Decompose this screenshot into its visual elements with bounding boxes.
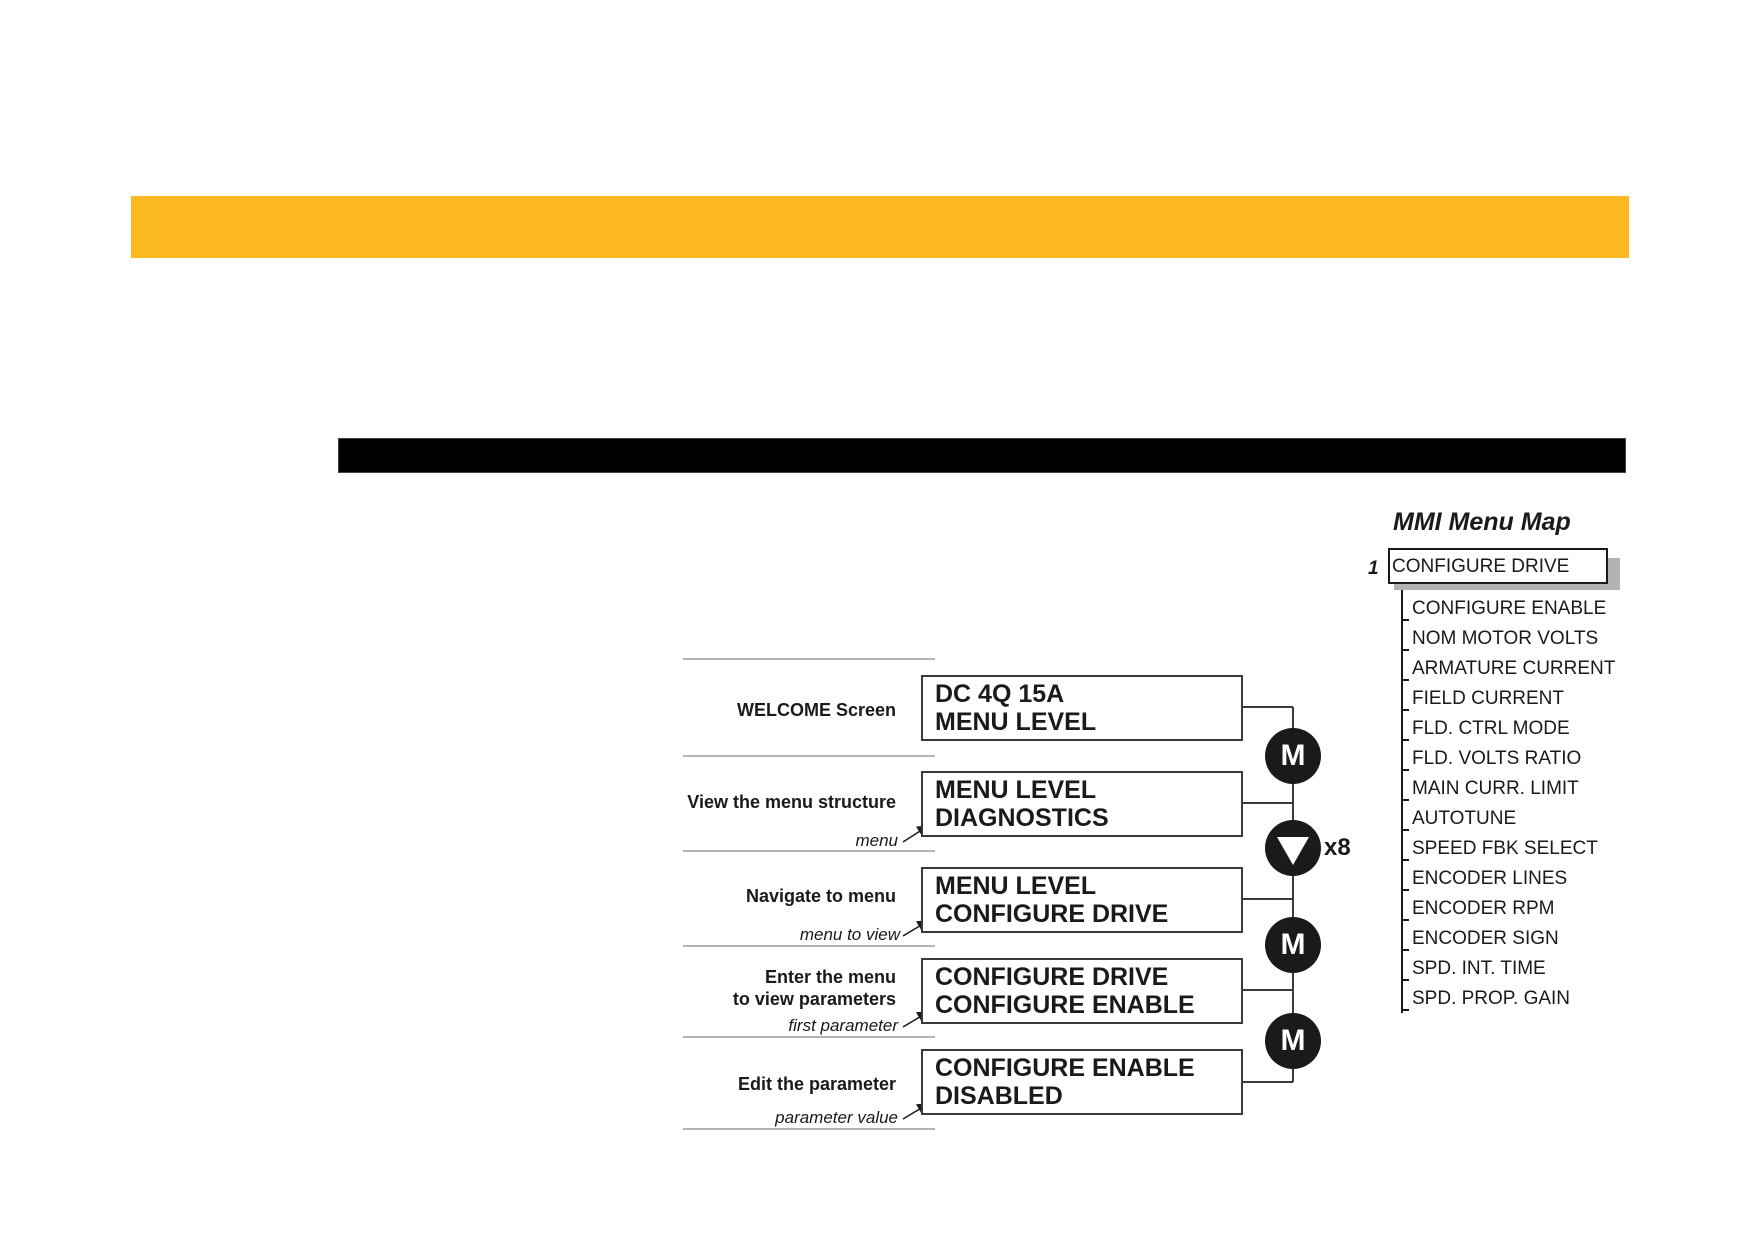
lcd-display-edit-parameter: CONFIGURE ENABLE DISABLED <box>921 1049 1243 1115</box>
menu-item: NOM MOTOR VOLTS <box>1412 628 1599 649</box>
lcd-line-1: DC 4Q 15A <box>935 680 1065 708</box>
hint-label-menu-to-view: menu to view <box>799 925 900 944</box>
menu-item: SPD. PROP. GAIN <box>1412 988 1571 1009</box>
menu-item: ARMATURE CURRENT <box>1412 658 1616 679</box>
row-separator <box>683 850 935 852</box>
step-label-navigate: Navigate to menu <box>745 886 896 906</box>
menu-item: ENCODER LINES <box>1412 868 1568 889</box>
lcd-display-enter-menu: CONFIGURE DRIVE CONFIGURE ENABLE <box>921 958 1243 1024</box>
row-separator <box>683 658 935 660</box>
row-separator <box>683 1036 935 1038</box>
lcd-line-1: MENU LEVEL <box>935 872 1097 900</box>
menu-item: FIELD CURRENT <box>1412 688 1565 709</box>
menu-level-number: 1 <box>1368 558 1379 579</box>
menu-item: FLD. VOLTS RATIO <box>1412 748 1582 769</box>
lcd-line-2: MENU LEVEL <box>935 708 1097 736</box>
m-key-icon: M <box>1265 1013 1321 1069</box>
lcd-line-1: CONFIGURE ENABLE <box>935 1054 1195 1082</box>
menu-map-title: MMI Menu Map <box>1393 508 1571 536</box>
section-bar <box>338 438 1626 473</box>
lcd-display-navigate: MENU LEVEL CONFIGURE DRIVE <box>921 867 1243 933</box>
hint-label-parameter-value: parameter value <box>775 1108 898 1127</box>
header-band <box>131 196 1629 258</box>
lcd-display-view-menu: MENU LEVEL DIAGNOSTICS <box>921 771 1243 837</box>
menu-item: SPD. INT. TIME <box>1412 958 1546 979</box>
lcd-line-2: CONFIGURE DRIVE <box>935 900 1169 928</box>
lcd-line-2: DISABLED <box>935 1082 1063 1110</box>
step-label-view-menu: View the menu structure <box>687 792 896 812</box>
row-separator <box>683 1128 935 1130</box>
m-key-icon: M <box>1265 917 1321 973</box>
menu-item: AUTOTUNE <box>1412 808 1517 829</box>
lcd-display-welcome: DC 4Q 15A MENU LEVEL <box>921 675 1243 741</box>
repeat-count: x8 <box>1324 834 1351 861</box>
menu-item: MAIN CURR. LIMIT <box>1412 778 1579 799</box>
menu-item: SPEED FBK SELECT <box>1412 838 1598 859</box>
menu-item: FLD. CTRL MODE <box>1412 718 1570 739</box>
menu-item: ENCODER RPM <box>1412 898 1555 919</box>
lcd-line-1: CONFIGURE DRIVE <box>935 963 1169 991</box>
step-label-edit-parameter: Edit the parameter <box>737 1074 896 1094</box>
menu-root-item: CONFIGURE DRIVE <box>1388 548 1608 584</box>
row-separator <box>683 755 935 757</box>
menu-item: ENCODER SIGN <box>1412 928 1559 949</box>
menu-item: CONFIGURE ENABLE <box>1412 598 1607 619</box>
step-label-enter-menu-line1: Enter the menu <box>764 967 896 987</box>
lcd-line-2: DIAGNOSTICS <box>935 804 1109 832</box>
hint-label-first-parameter: first parameter <box>788 1016 898 1035</box>
m-key-icon: M <box>1265 728 1321 784</box>
lcd-line-2: CONFIGURE ENABLE <box>935 991 1195 1019</box>
row-separator <box>683 945 935 947</box>
step-label-enter-menu-line2: to view parameters <box>732 989 896 1009</box>
hint-label-menu: menu <box>855 831 898 850</box>
down-arrow-key-icon <box>1265 820 1321 876</box>
step-label-welcome: WELCOME Screen <box>736 700 896 720</box>
lcd-line-1: MENU LEVEL <box>935 776 1097 804</box>
